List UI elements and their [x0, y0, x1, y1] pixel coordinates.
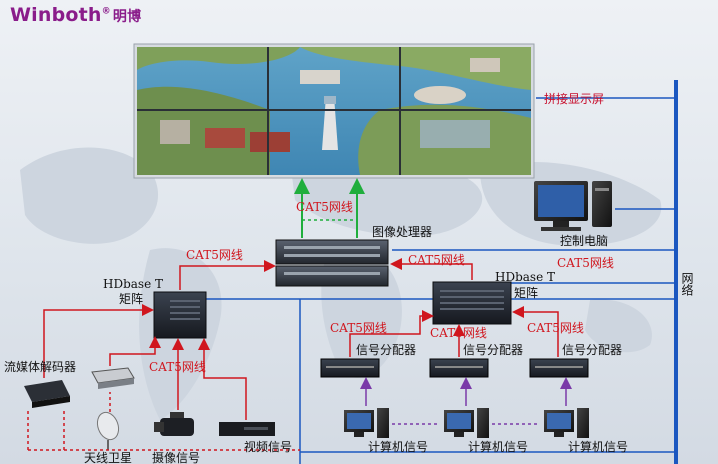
right-matrix: [432, 281, 512, 325]
stream-decoder: [24, 380, 70, 408]
splitter-label-1: 信号分配器: [356, 343, 417, 357]
computer-signal-label-2: 计算机信号: [468, 440, 529, 454]
image-processor: [275, 239, 389, 287]
computer-signal-label-3: 计算机信号: [568, 440, 629, 454]
right-matrix-title: HDbase T: [495, 270, 555, 284]
video-wall: [133, 43, 535, 179]
satellite-receiver: [91, 367, 135, 389]
camera-signal-label: 摄像信号: [152, 451, 201, 464]
source-to-matrix-links: [27, 304, 300, 451]
splitter-to-matrix-links: [349, 306, 559, 357]
right-matrix-to-processor-link: [390, 258, 473, 280]
cable-label-right-matrix: CAT5网线: [408, 253, 465, 267]
brand-logo: Winboth®明博: [10, 4, 142, 26]
processor-to-wall-links: [294, 178, 365, 238]
video-camera: [154, 412, 194, 436]
computer-signal-label-1: 计算机信号: [368, 440, 429, 454]
image-processor-label: 图像处理器: [372, 225, 433, 239]
computer-to-splitter-links: [360, 377, 572, 425]
video-wall-label: 拼接显示屏: [544, 92, 605, 106]
video-signal-label: 视频信号: [244, 440, 293, 454]
cable-label-splitter-2: CAT5网线: [430, 326, 487, 340]
stream-decoder-label: 流媒体解码器: [4, 360, 77, 374]
left-matrix-to-processor-link: [179, 260, 276, 290]
video-player: [219, 422, 275, 436]
network-label: 网络: [680, 272, 694, 296]
splitters: [320, 358, 589, 378]
cable-label-network: CAT5网线: [557, 256, 614, 270]
splitter-label-2: 信号分配器: [463, 343, 524, 357]
splitter-label-3: 信号分配器: [562, 343, 623, 357]
cable-label-processor-wall: CAT5网线: [296, 200, 353, 214]
control-pc-label: 控制电脑: [560, 234, 609, 248]
satellite-label: 天线卫星: [84, 451, 133, 464]
cable-label-splitter-3: CAT5网线: [527, 321, 584, 335]
left-matrix-title: HDbase T: [103, 277, 163, 291]
cable-label-sources: CAT5网线: [149, 360, 206, 374]
computers: [344, 408, 589, 438]
control-pc: [534, 181, 612, 231]
right-matrix-subtitle: 矩阵: [514, 286, 539, 300]
satellite-dish: [96, 411, 120, 450]
cable-label-splitter-1: CAT5网线: [330, 321, 387, 335]
left-matrix-subtitle: 矩阵: [119, 292, 144, 306]
cable-label-left-matrix: CAT5网线: [186, 248, 243, 262]
left-matrix: [153, 291, 207, 339]
